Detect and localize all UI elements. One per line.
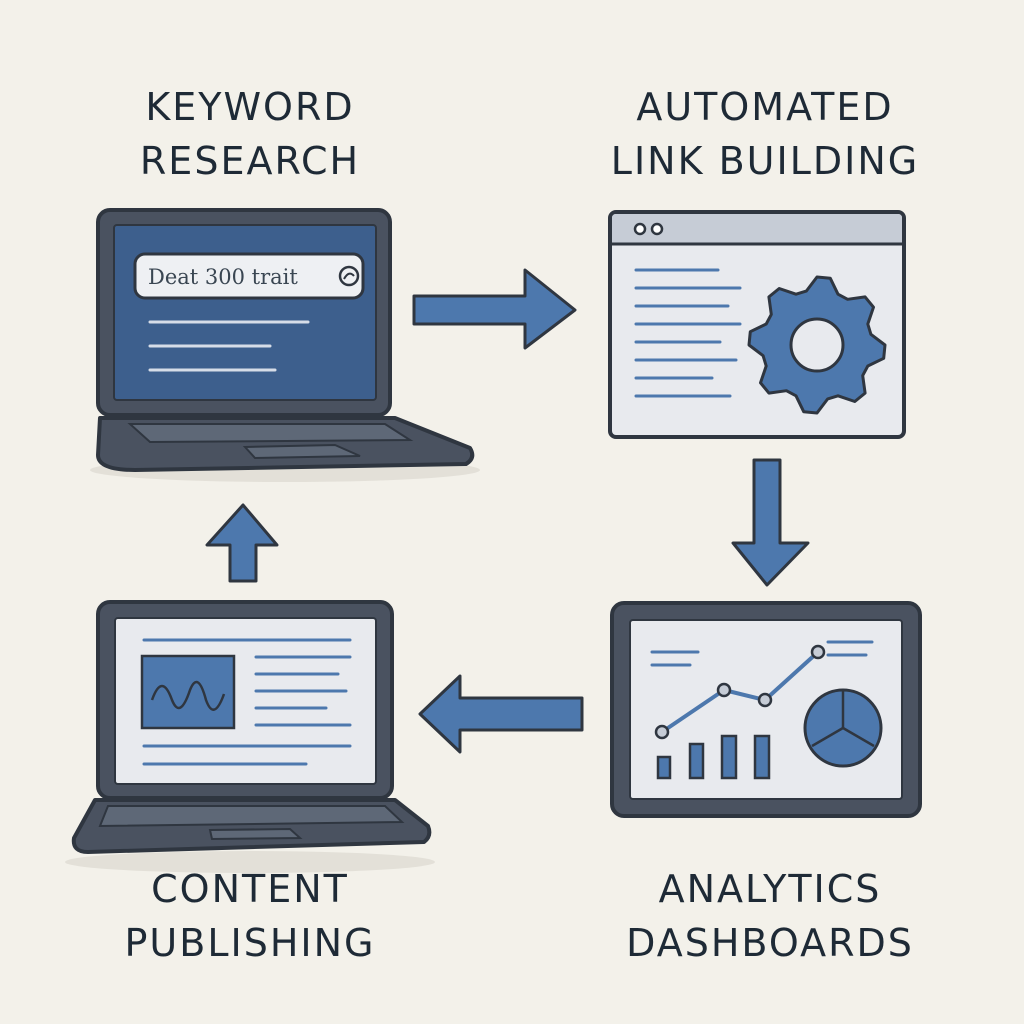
keyword-research-label: KEYWORD RESEARCH — [90, 80, 410, 188]
arrow-down-icon — [731, 458, 810, 587]
keyword-laptop-screen — [113, 224, 377, 401]
content-publishing-label: CONTENT PUBLISHING — [70, 862, 430, 970]
analytics-dashboards-label: ANALYTICS DASHBOARDS — [590, 862, 950, 970]
window-dot-icon — [650, 222, 664, 236]
content-publishing-label-line1: CONTENT — [151, 867, 349, 911]
keyword-research-label-line2: RESEARCH — [139, 139, 361, 183]
keyword-research-label-line1: KEYWORD — [145, 85, 355, 129]
keyword-result-lines — [148, 320, 310, 372]
search-icon — [338, 265, 360, 287]
keyword-search-text: Deat 300 trait — [148, 265, 298, 289]
window-dot-icon — [633, 222, 647, 236]
pie-chart-icon — [803, 688, 883, 768]
analytics-dashboard-monitor — [610, 601, 922, 818]
arrow-right-icon — [412, 268, 577, 350]
link-building-label: AUTOMATED LINK BUILDING — [570, 80, 960, 188]
analytics-dashboards-label-line2: DASHBOARDS — [626, 921, 914, 965]
line-chart-icon — [654, 644, 826, 740]
arrow-up-icon — [205, 503, 279, 583]
gear-icon — [747, 275, 887, 415]
content-publishing-label-line2: PUBLISHING — [124, 921, 376, 965]
bar-chart-icon — [656, 734, 771, 780]
waveform-image-icon — [140, 654, 236, 730]
content-text-lines — [142, 638, 352, 766]
gear-hole — [789, 317, 845, 373]
link-building-window — [608, 210, 906, 439]
keyword-search-bar — [133, 252, 365, 300]
content-publishing-laptop — [65, 600, 435, 873]
link-building-label-line1: AUTOMATED — [636, 85, 894, 129]
analytics-text-lines — [650, 640, 874, 667]
analytics-dashboards-label-line1: ANALYTICS — [658, 867, 882, 911]
arrow-left-icon — [418, 674, 584, 754]
link-building-label-line2: LINK BUILDING — [610, 139, 920, 183]
keyword-research-laptop: Deat 300 trait — [90, 208, 480, 482]
link-building-text-lines — [634, 268, 742, 398]
